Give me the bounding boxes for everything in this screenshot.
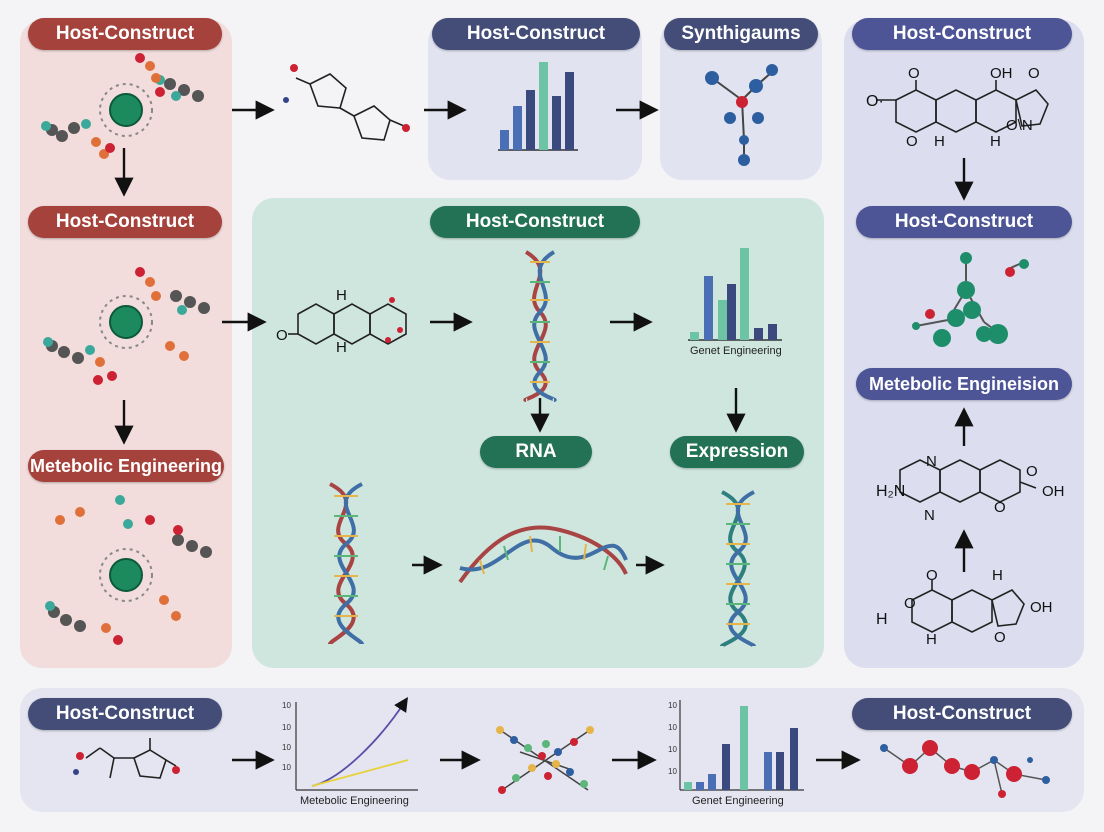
expression-label: Expression (670, 436, 804, 468)
tick-label: 10 (668, 723, 677, 732)
atom-label: OH (1030, 599, 1053, 616)
bar-chart-center: Genet Engineering (688, 248, 782, 357)
dna-helix-center (523, 250, 557, 402)
right-top-label: Host-Construct (852, 18, 1072, 50)
center-molecule-labels: O H H (276, 287, 403, 356)
atom-label: H (934, 133, 945, 150)
host-cell-2 (43, 267, 210, 385)
atom-label: O (994, 629, 1006, 646)
host-cell-1 (41, 53, 204, 159)
skeletal-molecule-top (876, 80, 1049, 133)
dna-helix-right (720, 490, 756, 648)
atom-label: OH (1042, 483, 1065, 500)
tick-label: 10 (668, 701, 677, 710)
dna-helix-left (328, 482, 364, 646)
right-mid-label: Host-Construct (856, 206, 1072, 238)
right-low-label: Metebolic Engineision (856, 368, 1072, 400)
skeletal-labels-bottom: O H H O H OH O (876, 567, 1053, 648)
chart-caption: Metebolic Engineering (300, 795, 409, 807)
atom-label: H (926, 631, 937, 648)
atom-label: O (1028, 65, 1040, 82)
atom-label: OH (990, 65, 1013, 82)
flow-arrows (114, 100, 974, 770)
atom-label: O (994, 499, 1006, 516)
left-bottom-label: Metebolic Engineering (28, 450, 224, 482)
skeletal-molecule-mid (899, 459, 1037, 503)
bar-chart-top (498, 62, 578, 151)
left-mid-label: Host-Construct (28, 206, 222, 238)
center-label: Host-Construct (430, 206, 640, 238)
center-molecule (288, 303, 407, 345)
molecule-rings (283, 64, 410, 141)
atom-label: O· (866, 93, 884, 110)
atom-label: H (336, 339, 347, 356)
left-top-label: Host-Construct (28, 18, 222, 50)
atom-label: O (276, 327, 288, 344)
bottom-molecule-right (880, 740, 1050, 798)
tick-label: 10 (282, 743, 291, 752)
atom-label: O (908, 65, 920, 82)
skeletal-labels-mid: N H₂N N O O OH (876, 453, 1065, 524)
atom-label: O (904, 595, 916, 612)
atom-label: O\N (1006, 117, 1033, 134)
tick-label: 10 (668, 767, 677, 776)
bottom-right-label: Host-Construct (852, 698, 1072, 730)
bar-chart-bottom: 10 10 10 10 Genet Engineering (668, 700, 804, 807)
bottom-left-label: Host-Construct (28, 698, 222, 730)
atom-label: N (926, 453, 937, 470)
tick-label: 10 (282, 763, 291, 772)
dna-helix-curved (458, 525, 628, 584)
atom-label: H (336, 287, 347, 304)
tick-label: 10 (282, 701, 291, 710)
atom-label: H (992, 567, 1003, 584)
atom-label: N (924, 507, 935, 524)
top-mid-label: Host-Construct (432, 18, 640, 50)
chart-caption: Genet Engineering (692, 795, 784, 807)
tick-label: 10 (282, 723, 291, 732)
line-chart-bottom: 10 10 10 10 Metebolic Engineering (282, 696, 418, 807)
network-molecule (496, 726, 594, 794)
atom-label: O (926, 567, 938, 584)
host-cell-3 (45, 495, 212, 645)
tick-label: 10 (668, 745, 677, 754)
bottom-molecule-left (73, 738, 180, 779)
skeletal-molecule-bottom (911, 580, 1025, 633)
atom-label: H₂N (876, 483, 905, 500)
atom-label: O (1026, 463, 1038, 480)
green-molecule (912, 252, 1029, 347)
rna-label: RNA (480, 436, 592, 468)
atom-label: H (876, 611, 888, 628)
synth-label: Synthigaums (664, 18, 818, 50)
atom-label: H (990, 133, 1001, 150)
atom-label: O (906, 133, 918, 150)
chart-caption: Genet Engineering (690, 345, 782, 357)
skeletal-labels-top: O· O OH O O H H O\N (866, 65, 1040, 150)
synth-molecule (705, 64, 778, 166)
